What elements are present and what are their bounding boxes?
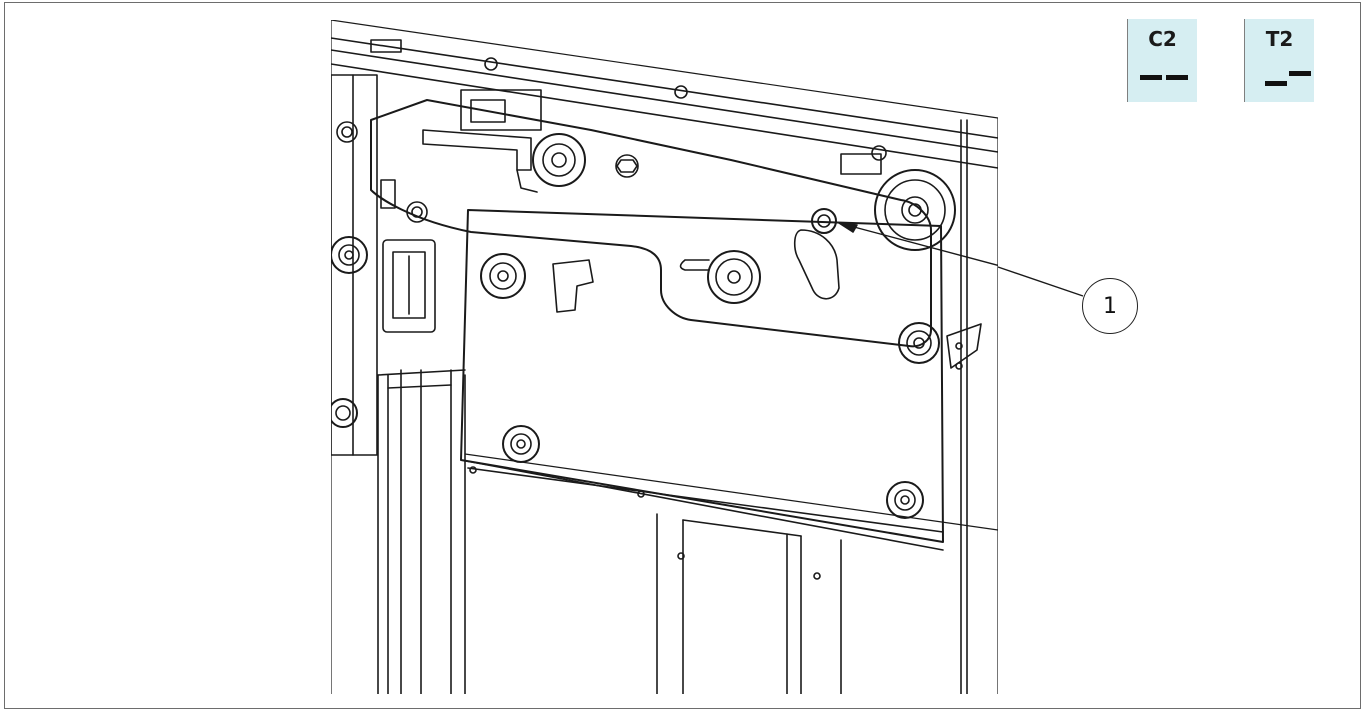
badge-label: C2 [1148,27,1177,51]
callout-label: 1 [1103,293,1117,319]
door-mechanism-drawing [331,20,998,694]
badge-t2: T2 [1244,19,1314,102]
callout-marker: 1 [1082,278,1138,334]
badge-label: T2 [1265,27,1294,51]
two-aligned-bars-icon [1140,75,1188,80]
two-stepped-bars-icon [1265,71,1311,86]
badge-c2: C2 [1127,19,1197,102]
